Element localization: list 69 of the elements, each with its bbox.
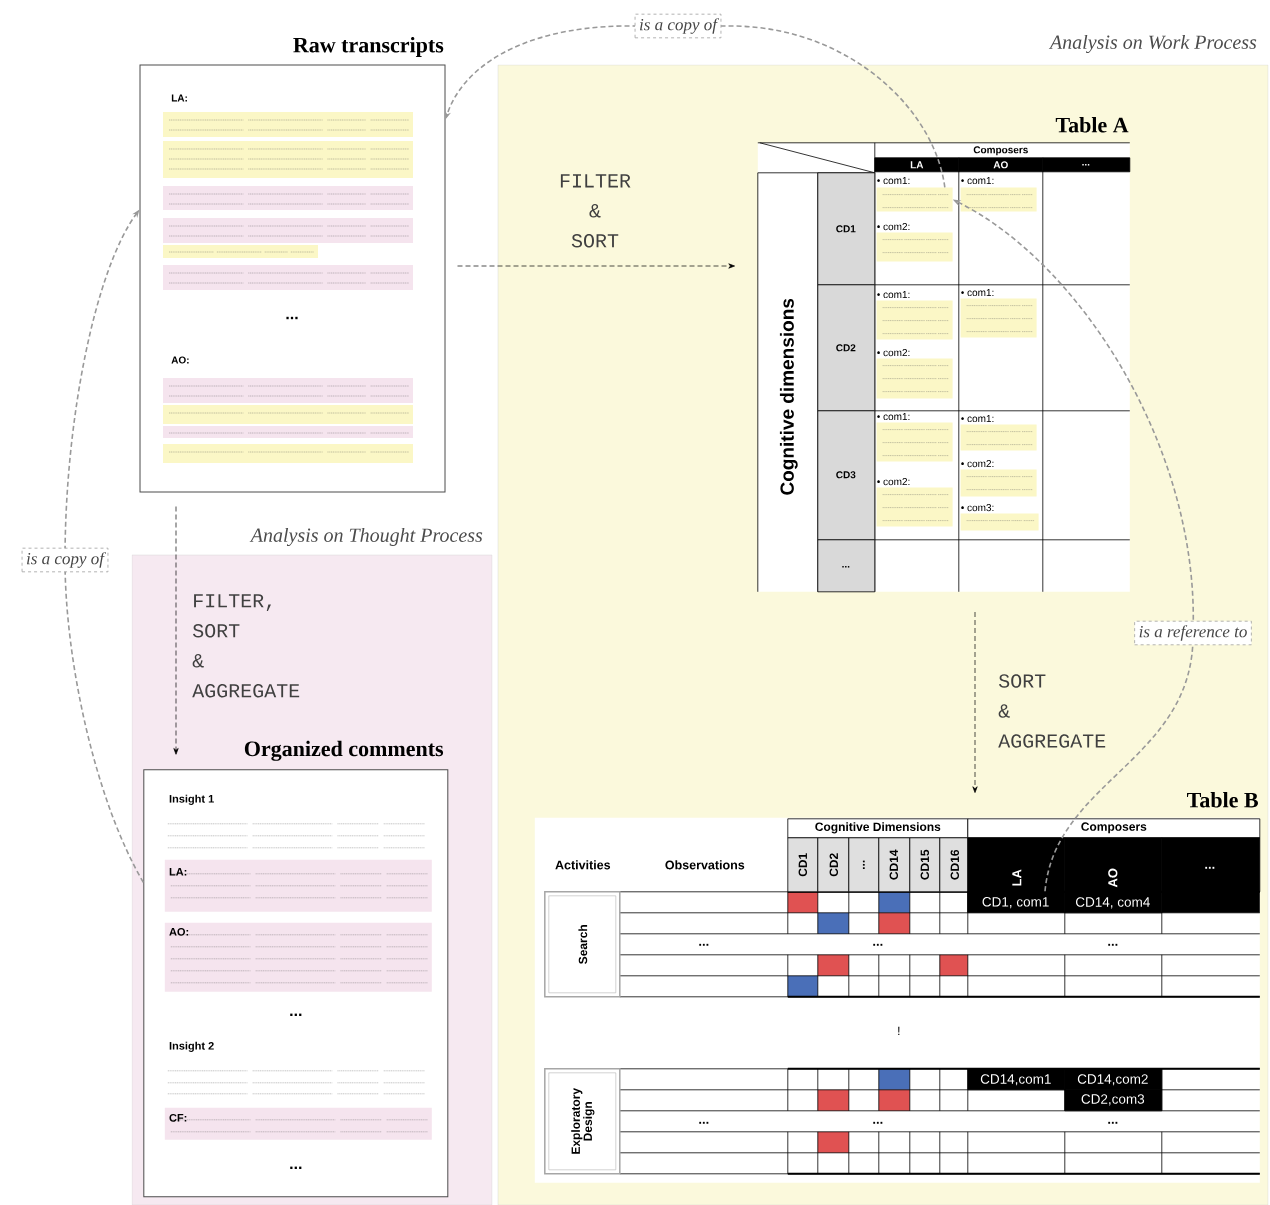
process-label: FILTER, SORT & AGGREGATE [192,594,300,698]
ellipsis: ... [873,943,883,946]
ellipsis: ... [286,316,298,320]
panel-heading: Analysis on Work Process [1048,34,1257,54]
comment-bullet: • com3: [961,504,994,512]
ellipsis: ... [873,1121,883,1124]
header-cell: Cognitive Dimensions [787,818,969,839]
header-cell: CD14 [878,837,911,893]
table-cell: CD1, com1 [967,891,1065,913]
speaker-label: AO: [171,356,189,364]
document-title: Organized comments [244,740,444,761]
speaker-label: AO: [169,927,189,936]
comment-bullet: • com1: [961,289,994,297]
header-cell: AO [958,157,1044,173]
row-header: CD2 [817,284,876,412]
table-cell: CD14, com4 [1064,891,1163,914]
process-label: SORT & AGGREGATE [998,674,1106,748]
activity-box: Search [544,891,621,998]
comment-bullet: • com1: [877,177,910,185]
section-heading: Insight 1 [169,794,214,805]
table-cell: CD14,com2 [1064,1068,1163,1091]
ellipsis: ... [1108,943,1118,946]
column-header: Activities [555,860,611,870]
edge-label: is a copy of [634,13,722,39]
table-cell: CD2,com3 [1064,1089,1163,1112]
header-cell: ... [848,837,880,893]
comment-bullet: • com1: [877,291,910,299]
activity-box: Exploratory Design [544,1068,621,1175]
edge-label: is a reference to [1134,620,1252,646]
section-heading: Insight 2 [169,1041,214,1052]
arrow [972,611,978,793]
document-title: Raw transcripts [293,37,444,57]
process-label: FILTER & SORT [560,174,631,248]
column-header: Composers [973,146,1028,156]
header-cell: LA [874,157,960,173]
header-cell: CD1 [787,837,819,893]
arrow [173,506,179,755]
header-cell: CD16 [939,837,969,893]
ellipsis: ... [699,1121,709,1124]
arrow [445,25,946,189]
arrow [457,263,735,269]
column-header: Observations [665,860,745,870]
row-header: CD1 [817,172,876,286]
separator-mark: ! [898,1026,900,1035]
comment-bullet: • com2: [877,223,910,231]
ellipsis: ... [290,1013,302,1016]
row-header: ... [817,539,876,593]
ellipsis: ... [290,1166,302,1169]
panel-heading: Analysis on Thought Process [249,527,483,547]
comment-bullet: • com2: [877,478,910,486]
table-cell: CD14,com1 [967,1068,1066,1091]
table-title: Table B [1187,792,1258,808]
comment-bullet: • com2: [877,349,910,357]
speaker-label: CF: [169,1113,187,1122]
ellipsis: ... [699,943,709,946]
comment-bullet: • com2: [961,460,994,468]
header-cell: ... [1042,157,1131,173]
header-cell: CD15 [909,837,941,893]
comment-bullet: • com1: [961,177,994,185]
comment-bullet: • com1: [961,415,994,423]
edge-label: is a copy of [21,547,109,573]
speaker-label: LA: [171,94,187,102]
ellipsis: ... [1108,1121,1118,1124]
comment-bullet: • com1: [877,413,910,421]
row-group-header: Cognitive dimensions [779,298,798,495]
speaker-label: LA: [169,868,187,876]
header-cell: Composers [967,818,1261,839]
header-cell: CD2 [817,837,850,893]
table-title: Table A [1055,117,1129,133]
